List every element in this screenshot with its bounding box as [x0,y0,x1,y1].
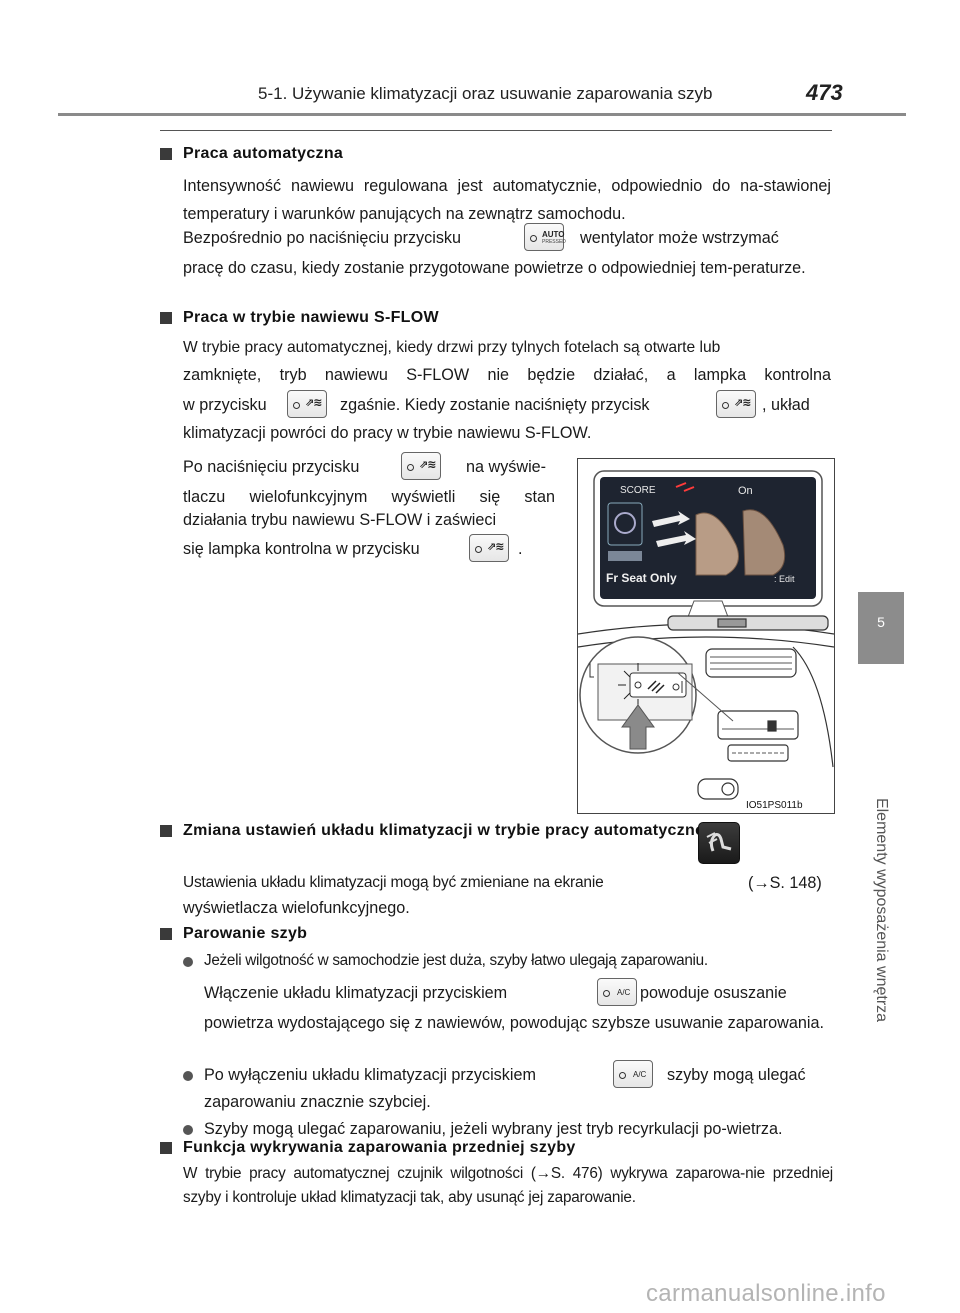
dashboard-svg [578,470,834,800]
chapter-tab [858,592,904,664]
watermark: carmanualsonline.info [646,1280,886,1307]
display-edit-label: : Edit [774,574,795,584]
chapter-label: Elementy wyposażenia wnętrza [873,797,890,1023]
fog-bullet-1-line2b: powoduje osuszanie [640,984,787,1002]
sflow-line-5a: Po naciśnięciu przycisku [183,458,360,476]
seat-airflow-icon [698,822,740,864]
leader-line [677,672,734,722]
sflow-line-8a: się lampka kontrolna w przycisku [183,540,420,558]
chapter-number: 5 [877,614,885,630]
auto-paragraph-2: pracę do czasu, kiedy zostanie przygotow… [183,259,806,277]
fog-bullet-2-line2: zaparowaniu znacznie szybciej. [204,1093,431,1111]
section-title-fog: Parowanie szyb [183,925,308,942]
display-callout [593,470,823,618]
section-title-auto: Praca automatyczna [183,145,344,162]
display-score-label: SCORE [620,485,656,496]
sflow-button-icon: ⇗≋ [469,534,509,562]
sflow-line-8b: . [518,540,523,558]
sflow-line-3a: w przycisku [183,396,267,414]
sflow-line-3c: , układ [762,396,810,414]
sflow-line-1: W trybie pracy automatycznej, kiedy drzw… [183,339,721,356]
airflow-arrow [652,511,690,527]
figure-code: IO51PS011b [744,800,805,811]
ac-label: A/C [617,988,631,997]
sflow-button-icon: ⇗≋ [287,390,327,418]
press-arrow [621,704,655,750]
section-bullet [160,312,172,324]
page-number: 473 [806,80,843,105]
sflow-icon: ⇗≋ [487,541,504,553]
indicator-icon [722,402,729,409]
indicator-icon [603,990,610,997]
indicator-glow [618,663,639,707]
running-header: 5-1. Używanie klimatyzacji oraz usuwanie… [258,84,713,103]
detect-paragraph: W trybie pracy automatycznej czujnik wil… [183,1165,833,1206]
dashboard-outline [578,615,834,800]
fog-bullet-1: Jeżeli wilgotność w samochodzie jest duż… [204,952,708,969]
list-bullet [183,1071,193,1081]
sflow-line-3b: zgaśnie. Kiedy zostanie naciśnięty przyc… [340,396,650,414]
indicator-icon [619,1072,626,1079]
rear-seat-shape [742,509,786,576]
ac-button-icon: A/C [597,978,637,1006]
section-title-change: Zmiana ustawień układu klimatyzacji w tr… [183,822,710,839]
indicator-icon [293,402,300,409]
auto-sublabel: PRESSED [542,239,566,245]
ac-button-icon: A/C [613,1060,653,1088]
section-rule [160,130,832,131]
section-title-sflow: Praca w trybie nawiewu S-FLOW [183,309,439,326]
section-bullet [160,928,172,940]
auto-p2-start: Bezpośrednio po naciśnięciu przycisku [183,229,462,247]
fog-bullet-3: Szyby mogą ulegać zaparowaniu, jeżeli wy… [204,1120,783,1138]
indicator-icon [530,235,537,242]
auto-button-icon: AUTO PRESSED [524,223,566,251]
sflow-button-icon: ⇗≋ [716,390,756,418]
sflow-line-5b: na wyświe- [466,458,547,476]
auto-paragraph-1: Intensywność nawiewu regulowana jest aut… [183,177,831,223]
sflow-button-icon: ⇗≋ [401,452,441,480]
change-page-ref: (→S. 148) [748,874,822,892]
sflow-icon: ⇗≋ [305,397,322,409]
change-line-1a: Ustawienia układu klimatyzacji mogą być … [183,874,604,891]
sflow-icon: ⇗≋ [734,397,751,409]
auto-label: AUTO [542,230,565,239]
fog-bullet-2a: Po wyłączeniu układu klimatyzacji przyci… [204,1066,536,1084]
fog-bullet-2b: szyby mogą ulegać [667,1066,806,1084]
list-bullet [183,957,193,967]
change-line-2: wyświetlacza wielofunkcyjnego. [183,899,410,917]
display-on-label: On [738,485,753,497]
indicator-icon [475,546,482,553]
list-bullet [183,1125,193,1135]
section-bullet [160,825,172,837]
button-zoom-callout [579,636,697,754]
fan-icon [614,512,636,534]
fog-bullet-1-line2a: Włączenie układu klimatyzacji przyciskie… [204,984,508,1002]
section-bullet [160,148,172,160]
fog-bullet-1-line3: powietrza wydostającego się z nawiewów, … [204,1014,824,1032]
sflow-icon [647,680,665,694]
section-title-detect: Funkcja wykrywania zaparowania przedniej… [183,1139,576,1156]
ac-label: A/C [633,1070,647,1079]
section-bullet [160,1142,172,1154]
indicator-icon [407,464,414,471]
header-rule [58,113,906,116]
auto-p2-end: wentylator może wstrzymać [580,229,779,247]
display-fr-seat-label: Fr Seat Only [606,571,677,585]
front-seat-shape [695,512,739,576]
dashboard-illustration: SCORE On Fr Seat Only : Edit [577,458,835,814]
sflow-line-7: działania trybu nawiewu S-FLOW i zaświec… [183,511,497,529]
sflow-line-2: zamknięte, tryb nawiewu S-FLOW nie będzi… [183,366,831,384]
airflow-arrow [656,531,696,547]
sflow-line-4: klimatyzacji powróci do pracy w trybie n… [183,424,592,442]
sflow-icon: ⇗≋ [419,459,436,471]
sflow-line-6: tlaczu wielofunkcyjnym wyświetli się sta… [183,488,555,506]
sflow-active-icon [675,482,695,492]
